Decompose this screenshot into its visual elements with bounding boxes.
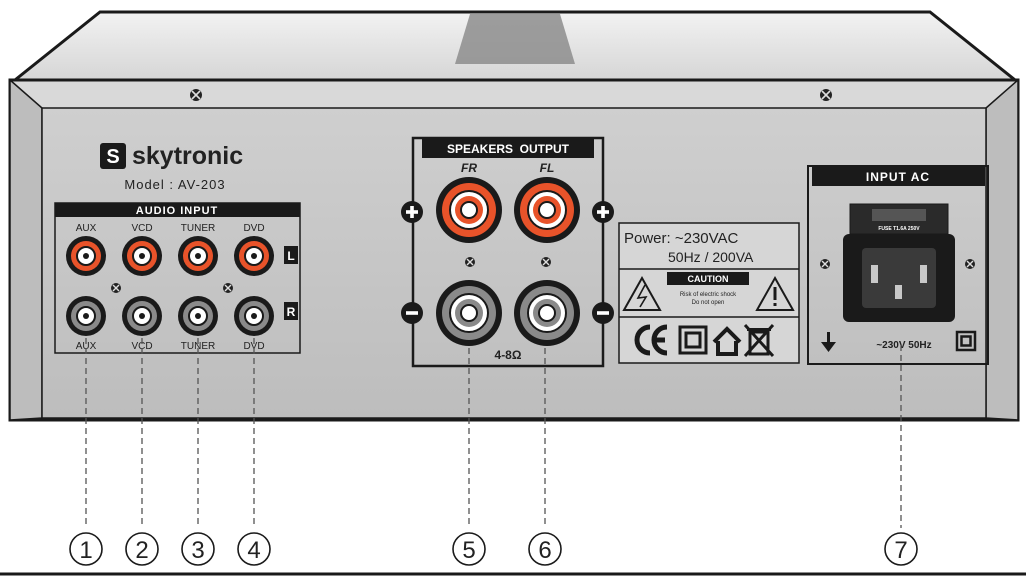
audio-input-section: AUDIO INPUT L R (54, 202, 301, 354)
rca-jack-left[interactable] (66, 236, 106, 276)
power-line-1: Power: ~230VAC (624, 230, 739, 247)
weee-bin-icon (743, 323, 775, 358)
rca-jack-left[interactable] (122, 236, 162, 276)
warning-line-2: Do not open (692, 300, 725, 306)
callout-number: 1 (79, 537, 92, 564)
ground-arrow-icon (821, 332, 836, 352)
channel-label-top: VCD (131, 223, 152, 234)
caution-text: CAUTION (688, 274, 729, 284)
model-label: Model : AV-203 (124, 177, 225, 192)
double-insulation-small-icon (955, 330, 977, 352)
screw-icon (820, 259, 830, 269)
indoor-use-icon (712, 326, 742, 356)
power-rating-label: Power: ~230VAC 50Hz / 200VA CAUTION Risk… (618, 222, 800, 364)
electric-shock-warning-icon (622, 275, 662, 311)
callout-circle (181, 532, 215, 566)
callout-circle (452, 532, 486, 566)
channel-label-top: TUNER (181, 223, 215, 234)
rca-jack-right[interactable] (178, 296, 218, 336)
screw-icon (541, 257, 551, 267)
screw-icon (111, 283, 121, 293)
audio-input-title: AUDIO INPUT (136, 205, 219, 217)
screw-icon (965, 259, 975, 269)
fuse-text: FUSE T1.6A 250V (878, 226, 920, 232)
channel-label-bottom: AUX (76, 341, 97, 352)
callout-circle (69, 532, 103, 566)
rca-jack-right[interactable] (66, 296, 106, 336)
power-line-2: 50Hz / 200VA (668, 249, 754, 265)
svg-text:R: R (287, 305, 296, 319)
double-insulation-icon (678, 325, 708, 355)
warning-triangle-icon (755, 275, 795, 311)
speaker-terminal-negative[interactable] (436, 280, 502, 346)
rca-jack-left[interactable] (178, 236, 218, 276)
left-channel-tag (284, 246, 298, 264)
speakers-output-title: SPEAKERS OUTPUT (447, 142, 570, 156)
screw-icon (465, 257, 475, 267)
channel-label-bottom: TUNER (181, 341, 215, 352)
callout-circle (528, 532, 562, 566)
speakers-output-section: SPEAKERS OUTPUT FR FL 4-8Ω (411, 136, 605, 368)
screw-icon (190, 89, 202, 101)
plus-icon (592, 201, 614, 223)
chassis-bevel-left (9, 78, 43, 421)
brand-name: skytronic (132, 142, 243, 170)
channel-label-bottom: VCD (131, 341, 152, 352)
input-ac-title: INPUT AC (866, 170, 930, 184)
chassis-bevel-right (985, 78, 1019, 421)
rca-jack-right[interactable] (122, 296, 162, 336)
ce-mark-icon (634, 324, 668, 356)
callout-number: 5 (462, 537, 475, 564)
warning-line-1: Risk of electric shock (680, 292, 737, 298)
callout-number: 4 (247, 537, 260, 564)
screw-icon (820, 89, 832, 101)
speaker-terminal-positive[interactable] (514, 177, 580, 243)
impedance-label: 4-8Ω (495, 348, 522, 362)
callout-number: 7 (894, 537, 907, 564)
chassis-top-vent (455, 14, 575, 64)
fr-label: FR (461, 161, 477, 175)
right-channel-tag (284, 302, 298, 320)
channel-label-bottom: DVD (243, 341, 264, 352)
speaker-terminal-positive[interactable] (436, 177, 502, 243)
speaker-terminal-negative[interactable] (514, 280, 580, 346)
channel-label-top: DVD (243, 223, 264, 234)
brand-logo: S skytronic (100, 142, 243, 170)
logo-letter: S (106, 146, 119, 168)
fl-label: FL (540, 161, 555, 175)
plus-icon (401, 201, 423, 223)
callout-circle (125, 532, 159, 566)
callout-number: 3 (191, 537, 204, 564)
input-ac-section: INPUT AC FUSE T1.6A 250V ~230V 50Hz (807, 165, 989, 365)
callout-number: 6 (538, 537, 551, 564)
screw-icon (223, 283, 233, 293)
callout-circle (884, 532, 918, 566)
minus-icon (592, 302, 614, 324)
channel-label-top: AUX (76, 223, 97, 234)
callout-number: 2 (135, 537, 148, 564)
callout-circle (237, 532, 271, 566)
ac-rating: ~230V 50Hz (876, 340, 931, 351)
rca-jack-left[interactable] (234, 236, 274, 276)
svg-text:L: L (287, 249, 294, 263)
minus-icon (401, 302, 423, 324)
rca-jack-right[interactable] (234, 296, 274, 336)
